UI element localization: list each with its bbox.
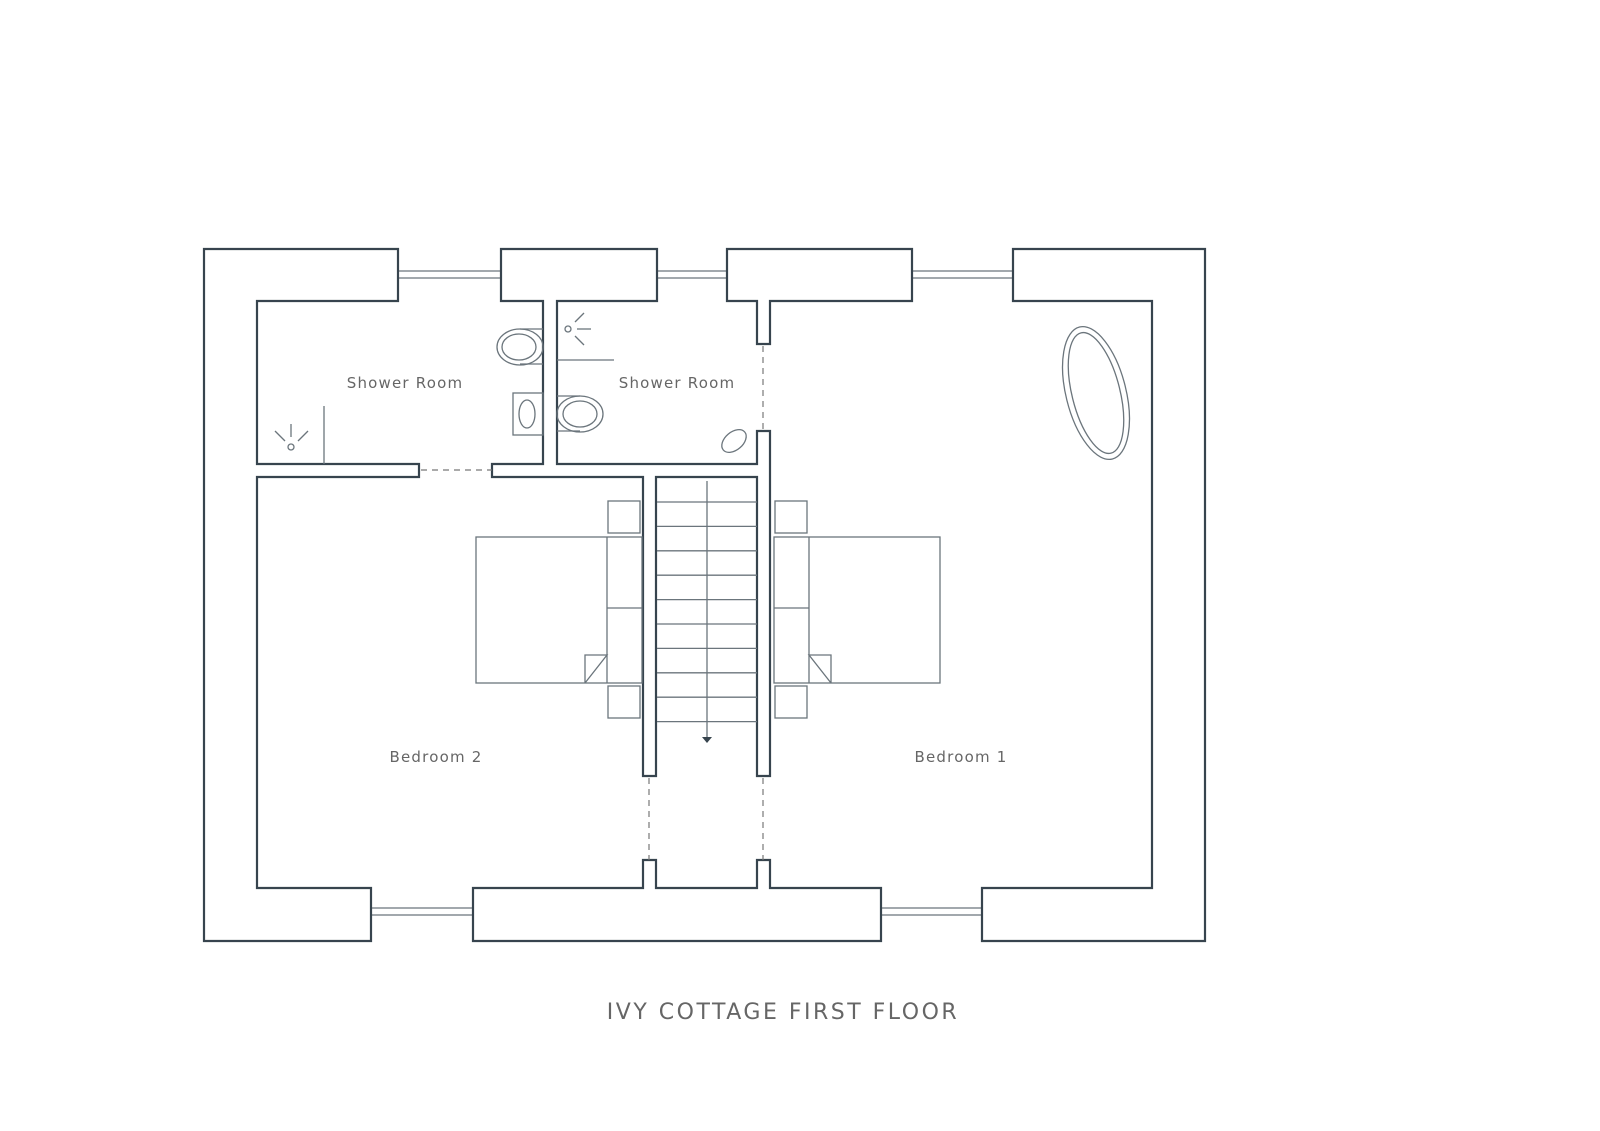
bathtub — [1061, 325, 1131, 461]
room-label-shower-room-right: Shower Room — [618, 374, 736, 392]
nightstand — [774, 500, 808, 534]
windows — [371, 270, 1013, 916]
nightstand — [607, 685, 641, 719]
basin-left — [512, 392, 544, 436]
bed-bedroom-2 — [475, 536, 643, 684]
nightstand — [607, 500, 641, 534]
door-openings — [421, 346, 764, 860]
walls — [202, 247, 1207, 943]
basin-right — [721, 429, 747, 453]
nightstand — [774, 685, 808, 719]
shower-right — [557, 312, 614, 361]
room-label-shower-room-left: Shower Room — [346, 374, 464, 392]
toilet-right — [556, 395, 604, 433]
toilet-left — [496, 328, 544, 366]
plan-title: IVY COTTAGE FIRST FLOOR — [606, 1000, 960, 1025]
bed-bedroom-1 — [773, 536, 941, 684]
room-label-bedroom-1: Bedroom 1 — [914, 748, 1008, 766]
stair-arrow — [702, 481, 712, 743]
room-label-bedroom-2: Bedroom 2 — [389, 748, 483, 766]
shower-left — [274, 406, 325, 464]
